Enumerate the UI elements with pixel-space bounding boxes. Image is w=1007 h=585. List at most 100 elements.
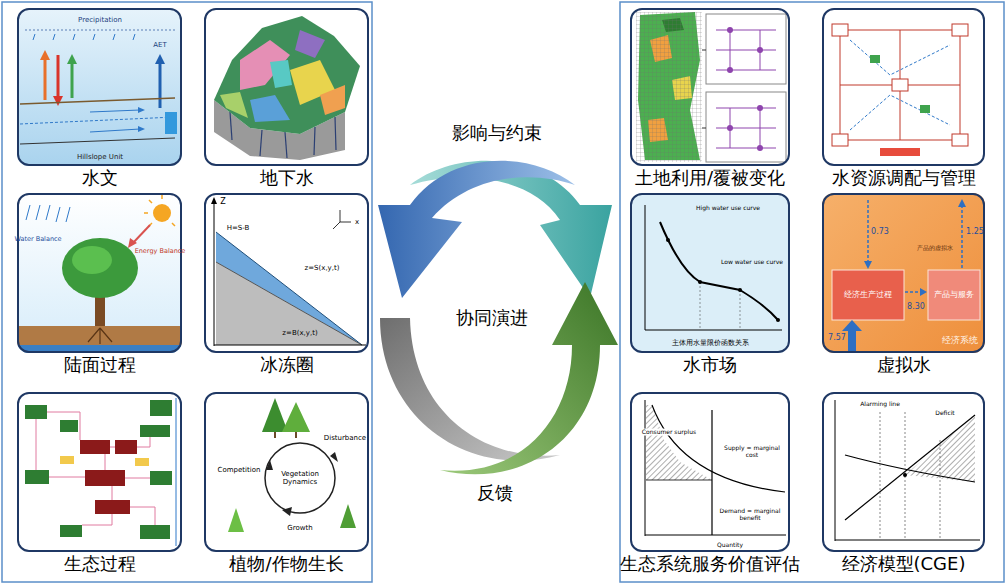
co-evolution-arrows <box>378 161 575 298</box>
box-text: 经济生产过程 <box>843 290 893 299</box>
vegetation-dynamics-illustration <box>262 398 288 432</box>
image-tile: 经济模型(CGE) <box>822 392 985 552</box>
water-market-illustration <box>666 238 780 322</box>
cryosphere-illustration <box>214 345 366 346</box>
cge-model-illustration <box>835 540 980 541</box>
ecosystem-service-illustration <box>630 392 790 552</box>
water-allocation-illustration <box>840 30 960 140</box>
water-market-illustration <box>660 222 778 320</box>
land-use-illustration <box>716 30 776 148</box>
water-market-illustration <box>630 193 790 353</box>
water-allocation-illustration <box>832 24 968 146</box>
water-allocation-illustration <box>870 55 880 63</box>
hydrology-illustration <box>73 34 75 40</box>
land-surface-illustration <box>17 193 182 353</box>
water-market-illustration <box>740 290 741 330</box>
tile-caption: 冰冻圈 <box>260 354 314 376</box>
ecological-process-illustration <box>60 525 82 537</box>
flow-number: 7.57 <box>827 333 847 342</box>
ecological-process-illustration <box>36 412 155 525</box>
image-tile: 陆面过程 <box>17 193 182 353</box>
image-tile: 虚拟水 <box>822 193 985 353</box>
axis-label: Quantity <box>716 542 744 549</box>
figure-text: Low water use curve <box>720 259 784 266</box>
land-use-illustration <box>716 30 776 70</box>
land-use-illustration <box>630 8 790 166</box>
groundwater-illustration <box>214 16 360 134</box>
co-evolution-arrows <box>380 318 560 461</box>
ecological-process-illustration <box>82 514 112 525</box>
co-evolution-arrows <box>440 282 618 474</box>
water-allocation-illustration <box>832 24 848 36</box>
vegetation-dynamics-illustration <box>265 443 335 513</box>
tile-caption: 水文 <box>82 167 118 189</box>
water-allocation-illustration <box>850 40 950 75</box>
ecological-process-illustration <box>17 392 182 552</box>
virtual-water-illustration <box>867 200 869 262</box>
ecological-process-illustration <box>17 392 182 552</box>
virtual-water-illustration <box>822 193 985 353</box>
figure-text: AET <box>152 41 168 49</box>
water-allocation-illustration <box>952 24 968 36</box>
hydrology-illustration <box>20 117 175 124</box>
land-surface-illustration <box>153 204 171 222</box>
co-evolution-arrows <box>378 161 618 475</box>
figure-text: Precipitation <box>77 16 123 24</box>
figure-text: Deficit <box>934 410 955 417</box>
ecological-process-illustration <box>36 419 37 470</box>
land-use-illustration <box>636 12 702 162</box>
cryosphere-illustration <box>216 232 362 345</box>
cryosphere-illustration <box>214 200 215 346</box>
land-surface-illustration <box>149 200 152 203</box>
hydrology-illustration <box>93 34 95 40</box>
hydrology-illustration <box>25 30 175 31</box>
hydrology-illustration <box>67 54 77 64</box>
land-surface-illustration <box>62 238 138 298</box>
ecological-process-illustration <box>150 471 172 485</box>
land-use-illustration <box>706 14 786 84</box>
land-surface-illustration <box>128 238 137 248</box>
cryosphere-illustration <box>204 193 369 353</box>
groundwater-illustration <box>204 8 369 166</box>
land-use-illustration <box>727 67 733 73</box>
hydrology-illustration <box>165 112 177 134</box>
ecological-process-illustration <box>130 507 155 525</box>
hydrology-illustration <box>71 62 74 98</box>
ecosystem-service-illustration <box>630 392 790 552</box>
hydrology-illustration <box>17 8 182 166</box>
axis-label: x <box>354 218 360 226</box>
hydrology-illustration <box>138 107 145 113</box>
cge-model-illustration <box>822 392 985 552</box>
land-use-illustration <box>716 108 776 148</box>
figure-text: High water use curve <box>695 205 761 212</box>
tile-caption: 经济模型(CGE) <box>842 553 966 575</box>
hydrology-illustration <box>57 55 60 98</box>
hydrology-illustration <box>113 34 115 40</box>
figure-text: Demand = marginal benefit <box>714 508 786 522</box>
land-use-illustration <box>702 128 706 129</box>
water-market-illustration <box>700 282 701 330</box>
water-allocation-illustration <box>840 30 960 140</box>
groundwater-illustration <box>314 127 315 155</box>
axis-label: Z <box>219 197 226 206</box>
land-surface-illustration <box>172 223 175 226</box>
hydrology-illustration <box>90 129 140 132</box>
land-use-illustration <box>727 125 733 131</box>
ecological-process-illustration <box>95 500 130 514</box>
land-use-illustration <box>757 145 763 151</box>
cge-model-illustration <box>940 440 941 540</box>
box-text: 产品与服务 <box>933 290 975 299</box>
vegetation-dynamics-illustration <box>204 392 369 552</box>
ecological-process-illustration <box>60 456 149 466</box>
formula-text: z=B(x,y,t) <box>281 329 318 337</box>
cge-model-illustration <box>903 473 907 477</box>
vegetation-dynamics-illustration <box>274 432 276 438</box>
image-tile: 水市场 <box>630 193 790 353</box>
cryosphere-illustration <box>204 193 369 353</box>
tile-caption: 地下水 <box>260 167 314 189</box>
tile-caption: 陆面过程 <box>64 354 136 376</box>
ecosystem-service-illustration <box>652 405 785 492</box>
cryosphere-illustration <box>211 197 217 204</box>
tile-caption: 生态过程 <box>64 553 136 575</box>
